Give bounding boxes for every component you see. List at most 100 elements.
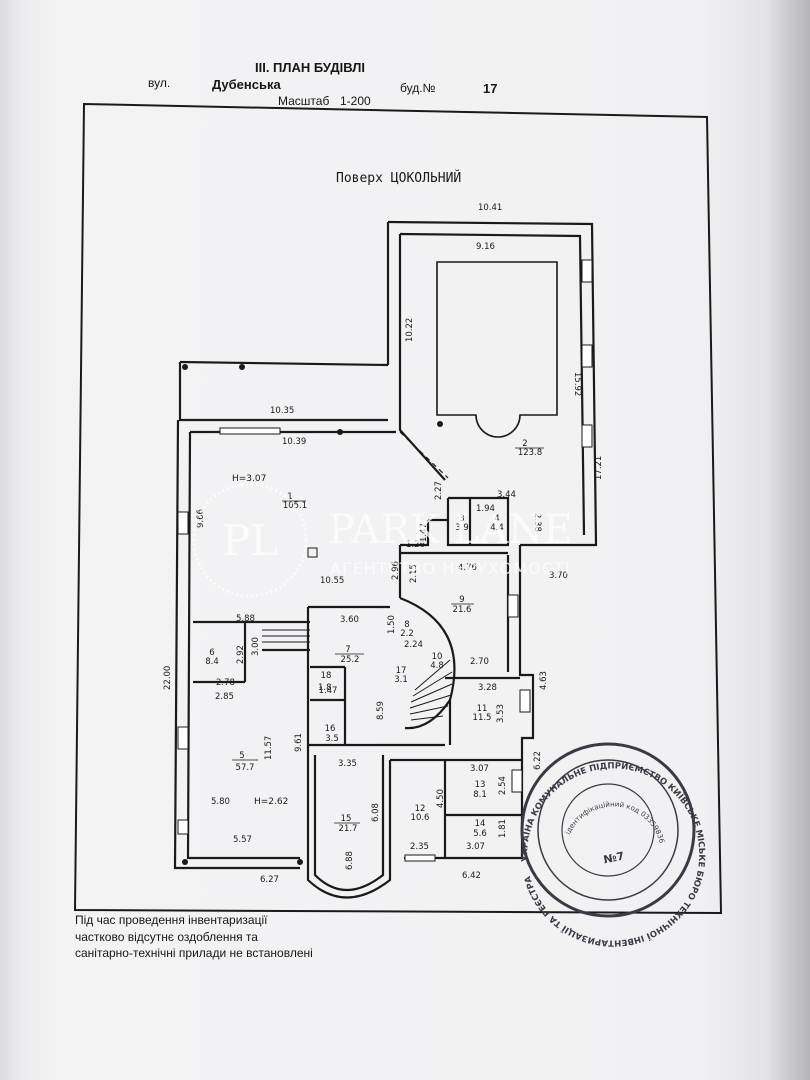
note-line-1: Під час проведення інвентаризації [75, 913, 268, 927]
room-number: 17 [396, 666, 407, 676]
dim-label: 1.47 [419, 523, 429, 542]
room-number: 2 [522, 439, 527, 449]
room-area: 10.6 [411, 813, 430, 823]
room-number: 6 [209, 648, 214, 658]
ceiling-heights: H=3.07 H=2.62 [232, 474, 288, 807]
stamp-number: №7 [602, 849, 625, 866]
dim-label: 11.57 [264, 736, 274, 760]
dim-label: 3.35 [338, 759, 357, 769]
room-number: 9 [459, 595, 464, 605]
room-number: 8 [404, 620, 409, 630]
room-area: 4.4 [490, 523, 504, 533]
dim-label: 9.61 [294, 733, 304, 752]
dim-label: 2.15 [409, 564, 419, 583]
room-area: 3.9 [455, 523, 469, 533]
dim-label: 3.07 [470, 764, 489, 774]
dim-label: 2.38 [532, 513, 542, 532]
room-area: 57.7 [236, 763, 255, 773]
dim-label: 2.96 [391, 561, 401, 580]
dim-label: 3.07 [466, 842, 485, 852]
room-number: 15 [341, 814, 352, 824]
room-number: 16 [325, 724, 336, 734]
watermark-laurel [192, 482, 308, 598]
dim-label: 6.88 [345, 851, 355, 870]
door-openings [310, 431, 449, 608]
dim-label: 3.53 [496, 704, 506, 723]
dim-label: 2.78 [216, 678, 235, 688]
note-line-3: санітарно-технічні прилади не встановлен… [75, 946, 313, 960]
building-label: буд.№ [400, 81, 436, 95]
dim-label: 17.21 [594, 456, 604, 480]
stamp-outer-ring [520, 742, 696, 918]
dim-label: 2.27 [434, 481, 444, 500]
room-number: 7 [345, 645, 350, 655]
room-area: 123.8 [518, 448, 542, 458]
dim-label: 2.92 [236, 645, 246, 664]
windows [177, 259, 593, 862]
dim-label: 10.35 [270, 406, 294, 416]
dim-label: 1.94 [476, 504, 495, 514]
room-number: 18 [321, 671, 332, 681]
dim-label: 2.24 [404, 640, 423, 650]
dim-label: 1.50 [387, 615, 397, 634]
scale-label: Масштаб [278, 94, 330, 108]
dim-label: 9.66 [196, 509, 206, 528]
stamp-inner-ring [561, 783, 655, 877]
dim-label: 2.35 [410, 842, 429, 852]
room-number: 5 [239, 751, 244, 761]
street-value: Дубенська [212, 77, 281, 92]
dim-label: 6.42 [462, 871, 481, 881]
dim-label: 15.92 [572, 372, 582, 396]
room-label-rules [232, 447, 544, 824]
street-label: вул. [148, 76, 171, 90]
dim-label: 5.88 [236, 614, 255, 624]
room-number: 11 [477, 704, 488, 714]
dim-label: 2.54 [498, 776, 508, 795]
room-number: 10 [432, 652, 443, 662]
room-number: 3 [459, 514, 464, 524]
dim-label: 9.16 [476, 242, 495, 252]
room-number: 1 [287, 492, 292, 502]
dim-label: 1.81 [498, 819, 508, 838]
dim-label: 5.80 [211, 797, 230, 807]
dim-label: 4.63 [539, 671, 549, 690]
dim-label: 1.8 [318, 683, 332, 693]
room-area: 8.4 [205, 657, 219, 667]
room-area: 1.47 [319, 686, 338, 696]
watermark-tagline: АГЕНТСТВО НЕРУХОМОСТІ [330, 559, 570, 578]
room-area: 21.6 [453, 605, 472, 615]
dim-label: 4.76 [458, 563, 477, 573]
room-area: 5.6 [473, 829, 487, 839]
stamp-mid-ring [537, 759, 679, 901]
building-value: 17 [483, 81, 498, 96]
dim-label: 2.70 [470, 657, 489, 667]
room-area: 8.1 [473, 790, 487, 800]
dim-label: 10.55 [320, 576, 344, 586]
dim-label: 3.00 [251, 637, 261, 656]
watermark-logo: PL [222, 516, 278, 565]
height-label: H=2.62 [254, 797, 288, 807]
park-lane-watermark: PL PARK LANE АГЕНТСТВО НЕРУХОМОСТІ [192, 482, 573, 598]
room-number: 14 [475, 819, 486, 829]
page-edge-shadow [770, 0, 810, 1080]
spiral-stair [409, 659, 453, 721]
room-area: 3.1 [394, 675, 408, 685]
dim-label: 3.44 [497, 490, 516, 500]
room-area: 3.5 [325, 734, 339, 744]
scale-value: 1-200 [340, 94, 371, 108]
stair-steps [262, 629, 310, 643]
height-label: H=3.07 [232, 474, 266, 484]
dim-label: 4.50 [436, 789, 446, 808]
dim-label: 6.08 [371, 803, 381, 822]
dim-label: 22.00 [163, 666, 173, 690]
dim-label: 10.22 [405, 318, 415, 342]
dim-label: 3.28 [478, 683, 497, 693]
document-title: ІІІ. ПЛАН БУДІВЛІ [255, 60, 366, 75]
dim-label: 8.59 [376, 701, 386, 720]
floor-title: Поверх ЦОКОЛЬНИЙ [336, 170, 461, 186]
dim-label: 10.39 [282, 437, 306, 447]
dim-label: 5.57 [233, 835, 252, 845]
dimension-labels: 10.41 9.16 10.22 15.92 10.35 10.39 17.21… [163, 203, 604, 885]
plan-frame [73, 102, 723, 915]
